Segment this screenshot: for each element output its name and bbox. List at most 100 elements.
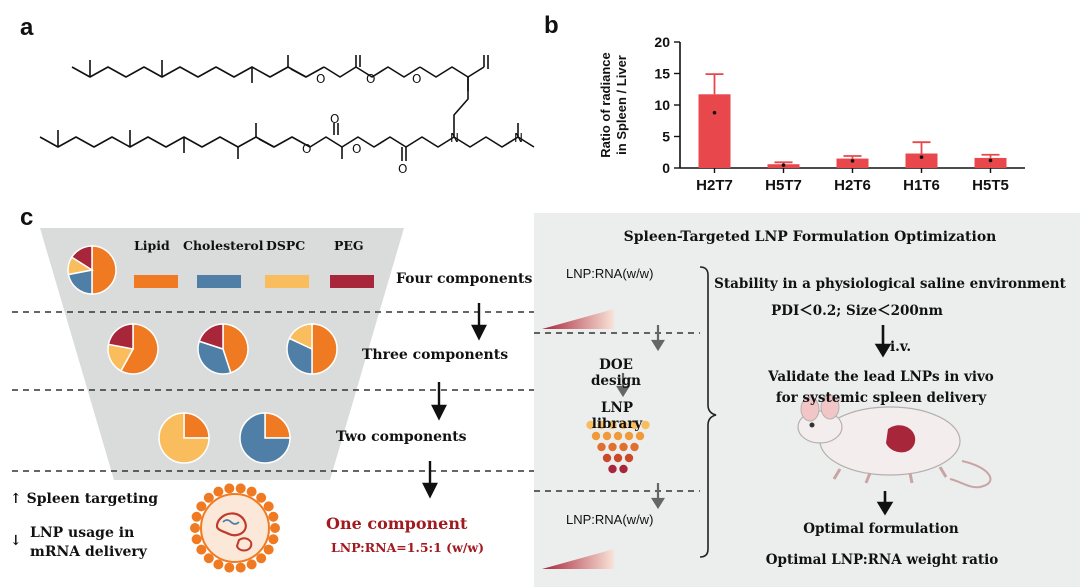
svg-text:O: O [412, 72, 421, 86]
library-dot [602, 431, 612, 441]
panel-label-b: b [544, 12, 559, 39]
lipid-head [246, 559, 257, 570]
lnp-rna-ratio-top: LNP:RNA(w/w) [566, 266, 654, 281]
data-point [988, 158, 993, 163]
library-dot [602, 453, 612, 463]
lnp-usage-note: ↓ LNP usage in mRNA delivery [10, 524, 147, 562]
lnp-rna-ratio-bottom: LNP:RNA(w/w) [566, 512, 654, 527]
lipid-head [196, 501, 207, 512]
library-dot [597, 420, 606, 430]
library-dot [624, 453, 634, 463]
y-axis-label: Ratio of radiancein Spleen / Liver [598, 52, 629, 157]
pie-slice [119, 323, 159, 375]
lnp-usage-line2: mRNA delivery [30, 544, 147, 560]
spleen-targeting-note: ↑ Spleen targeting [10, 491, 158, 507]
lipid-swatch [134, 275, 178, 288]
pie-slice [70, 245, 93, 272]
library-dot [613, 431, 623, 441]
pie-slice [311, 323, 338, 375]
svg-text:O: O [330, 112, 339, 126]
lnp-particle-icon [190, 483, 280, 573]
lipid-head [235, 483, 246, 494]
library-dot [619, 442, 628, 452]
library-dot [630, 442, 639, 452]
component-funnel-diagram [12, 228, 534, 573]
bar-h2t7 [698, 94, 731, 168]
svg-text:N: N [514, 131, 523, 145]
library-dot [619, 420, 628, 430]
lipid-head [268, 534, 279, 545]
pie-two-lipid-chol [239, 412, 291, 464]
svg-text:O: O [348, 55, 357, 58]
right-panel-title: Spleen-Targeted LNP Formulation Optimiza… [623, 229, 997, 245]
y-tick-label: 0 [662, 160, 670, 176]
library-dot [608, 420, 617, 430]
stage-two-components: Two components [336, 429, 467, 445]
ratio-gradient-wedge [542, 309, 614, 329]
pie-slice [107, 323, 134, 350]
bar-h5t5 [974, 157, 1007, 168]
lipid-head [246, 486, 257, 497]
x-tick-label: H2T7 [696, 177, 733, 194]
panel-label-c: c [20, 204, 34, 231]
x-tick-label: H2T6 [834, 177, 871, 194]
data-point [781, 163, 786, 167]
lipid-head [268, 511, 279, 522]
y-tick-label: 15 [654, 66, 670, 82]
pie-slice [158, 412, 210, 464]
library-dot [608, 442, 617, 452]
optimal-formulation-label: Optimal formulation [803, 521, 959, 537]
library-dot [597, 442, 606, 452]
lipid-head [256, 553, 267, 564]
library-dot [608, 464, 617, 474]
pie-slice [91, 245, 117, 295]
legend-cholesterol: Cholesterol [183, 238, 264, 253]
top-alkyl-chain [71, 66, 325, 78]
lipid-head [263, 544, 274, 555]
lipid-head [270, 523, 280, 533]
stage-three-components: Three components [362, 347, 509, 363]
pie-three-lipid-chol-peg [197, 323, 249, 375]
data-point [850, 159, 855, 163]
library-dot [630, 420, 639, 430]
stage-four-components: Four components [396, 271, 533, 287]
pie-three-lipid-dspc-peg [107, 323, 159, 375]
peg-swatch [330, 275, 374, 288]
library-dot [591, 431, 601, 441]
x-tick-label: H1T6 [903, 177, 940, 194]
optimal-ratio-label: Optimal LNP:RNA weight ratio [765, 552, 999, 568]
pie-slice [239, 412, 291, 464]
spleen-targeting-label: Spleen targeting [26, 491, 159, 507]
legend-lipid: Lipid [134, 238, 170, 253]
stability-text: Stability in a physiological saline envi… [714, 276, 1066, 292]
panel-label-a: a [20, 14, 34, 41]
lipid-head [191, 511, 202, 522]
ratio-gradient-wedge [542, 549, 614, 569]
pdi-size-criteria: PDI＜0.2; Size＜200nm [771, 303, 943, 319]
svg-text:O: O [352, 142, 361, 156]
pie-slice [286, 337, 313, 375]
lipid-head [224, 562, 235, 573]
grouping-brace [699, 266, 717, 558]
legend-peg: PEG [334, 238, 364, 253]
lipid-head [190, 523, 200, 533]
pie-two-lipid-dspc [158, 412, 210, 464]
pie-slice [183, 412, 210, 439]
lipid-head [213, 486, 224, 497]
bar-h1t6 [905, 153, 938, 168]
pie-slice [198, 323, 224, 351]
svg-text:O: O [316, 72, 325, 86]
pie-slice [288, 323, 313, 351]
optimization-flow-graphics [534, 266, 992, 569]
down-arrow-glyph: ↓ [10, 533, 22, 549]
mouse-illustration [797, 394, 992, 489]
svg-text:O: O [302, 142, 311, 156]
lipid-head [203, 553, 214, 564]
pie-three-lipid-chol-dspc [286, 323, 338, 375]
library-dot [613, 453, 623, 463]
y-tick-label: 20 [654, 34, 670, 50]
y-tick-label: 10 [654, 97, 670, 113]
down-arrows [422, 303, 487, 499]
validate-line1: Validate the lead LNPs in vivo [768, 369, 994, 385]
lipid-head [203, 492, 214, 503]
